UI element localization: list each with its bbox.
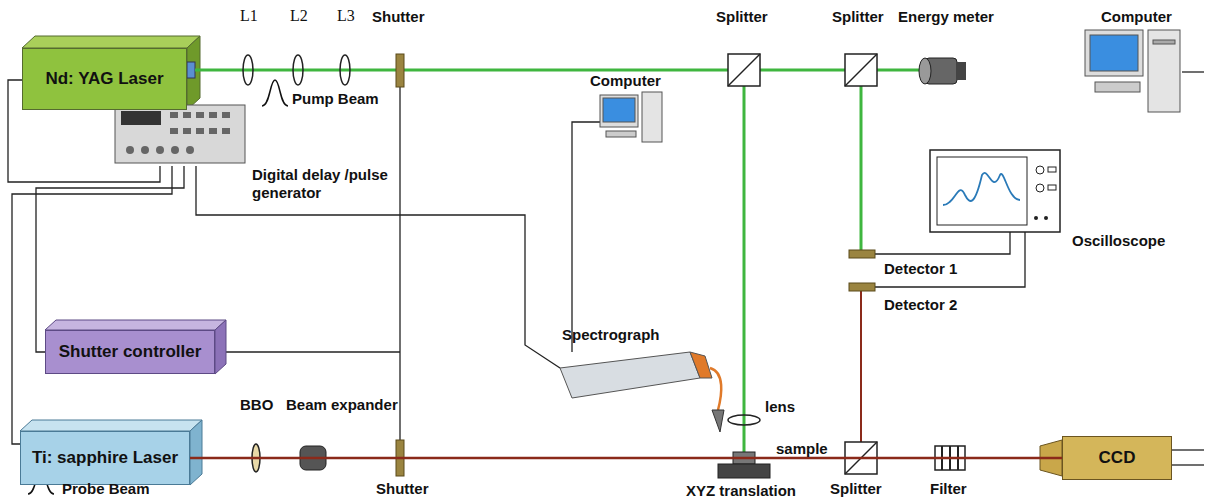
part-label: Digital delay /pulse generator [252, 166, 402, 202]
part-label: Spectrograph [562, 326, 660, 344]
node-label: Nd: YAG Laser [45, 69, 163, 89]
part-label: Beam expander [286, 396, 398, 414]
part-label: Detector 2 [884, 296, 957, 314]
controller-box: Shutter controller [45, 330, 215, 374]
lens-label: L2 [290, 6, 308, 25]
part-label: Pump Beam [292, 90, 379, 108]
node-label: Shutter controller [59, 342, 202, 362]
lens-label: L3 [337, 6, 355, 25]
part-label: Energy meter [898, 8, 994, 26]
part-label: Shutter [376, 480, 429, 498]
part-label: Filter [930, 480, 967, 498]
laser-box: Nd: YAG Laser [22, 48, 187, 110]
part-label: Shutter [372, 8, 425, 26]
part-label: lens [765, 398, 795, 416]
probe-beam [190, 457, 1062, 460]
part-label: sample [776, 440, 828, 458]
part-label: XYZ translation [686, 482, 796, 500]
node-label: CCD [1099, 448, 1136, 468]
part-label: Oscilloscope [1072, 232, 1165, 250]
part-label: Probe Beam [62, 480, 150, 498]
node-label: Ti: sapphire Laser [32, 448, 178, 468]
laser-box: Ti: sapphire Laser [20, 431, 190, 485]
part-label: BBO [240, 396, 273, 414]
lens-label: L1 [240, 6, 258, 25]
part-label: Computer [1101, 8, 1172, 26]
part-label: Splitter [716, 8, 768, 26]
part-label: Splitter [832, 8, 884, 26]
camera-box: CCD [1062, 436, 1172, 480]
part-label: Detector 1 [884, 260, 957, 278]
part-label: Splitter [830, 480, 882, 498]
part-label: Computer [590, 72, 661, 90]
